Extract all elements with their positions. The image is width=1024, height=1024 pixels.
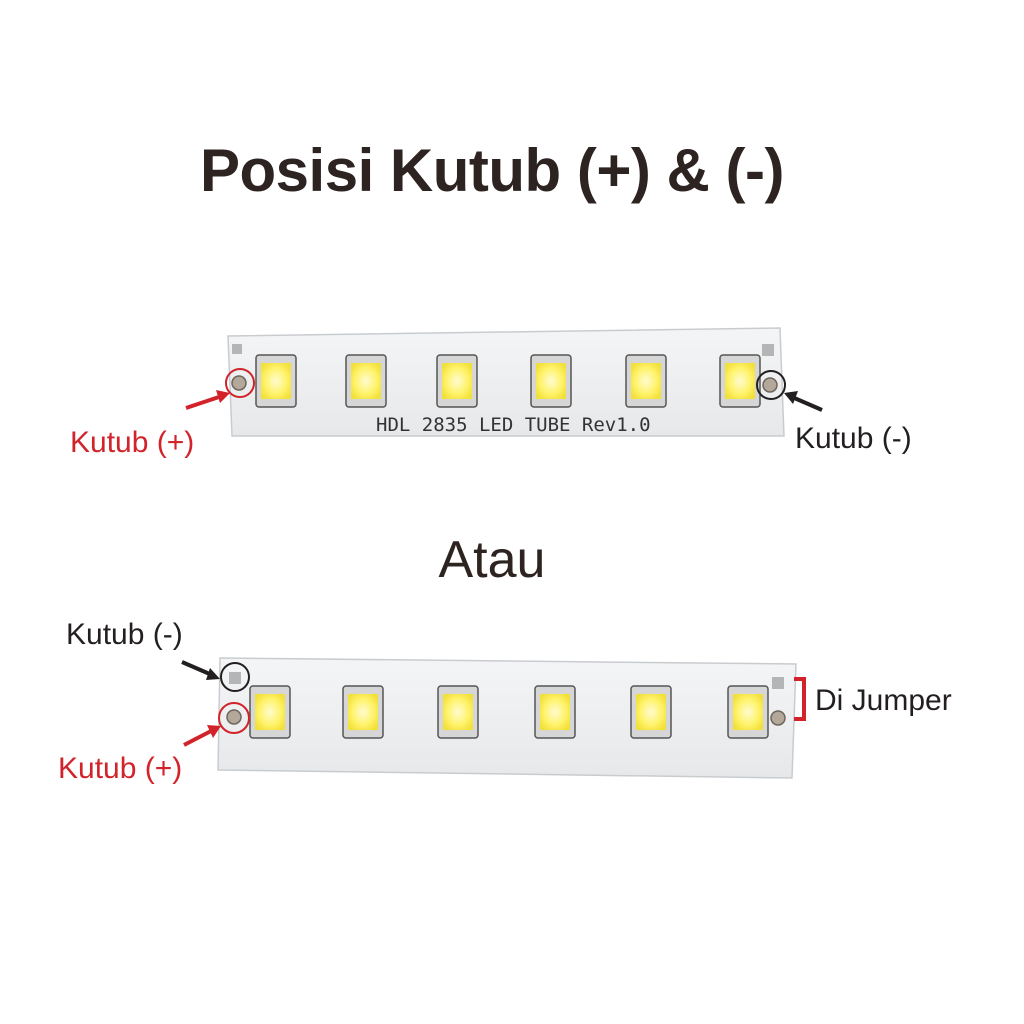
led-chip — [255, 354, 297, 408]
highlight-circle-minus — [756, 370, 786, 400]
top-label-minus: Kutub (-) — [795, 422, 912, 455]
marker-square — [772, 677, 784, 689]
bottom-label-plus: Kutub (+) — [58, 752, 183, 785]
led-chip — [630, 685, 672, 739]
led-chip — [249, 685, 291, 739]
highlight-circle-plus — [218, 702, 250, 734]
highlight-circle-minus — [220, 662, 250, 692]
solder-pad-jumper — [770, 710, 786, 726]
arrow-minus-icon — [791, 395, 823, 412]
highlight-circle-plus — [225, 368, 255, 398]
top-label-plus: Kutub (+) — [70, 426, 195, 459]
marker-square — [232, 344, 242, 354]
page-title: Posisi Kutub (+) & (-) — [200, 137, 784, 204]
marker-square — [229, 672, 241, 684]
led-chip — [436, 354, 478, 408]
solder-pad-plus — [226, 709, 242, 725]
led-chip — [437, 685, 479, 739]
solder-pad-minus — [762, 377, 778, 393]
led-chip — [727, 685, 769, 739]
jumper-bracket-icon — [794, 677, 806, 721]
led-chip — [345, 354, 387, 408]
solder-pad-plus — [231, 375, 247, 391]
led-chip — [534, 685, 576, 739]
led-chip — [625, 354, 667, 408]
bottom-label-minus: Kutub (-) — [66, 618, 183, 651]
marker-square — [762, 344, 774, 356]
led-chip — [719, 354, 761, 408]
led-chip — [530, 354, 572, 408]
arrow-minus-icon — [181, 660, 213, 677]
jumper-label: Di Jumper — [815, 684, 952, 717]
led-chip — [342, 685, 384, 739]
top-led-row — [255, 354, 761, 408]
separator-text: Atau — [438, 531, 546, 589]
bottom-led-row — [249, 685, 769, 739]
arrow-plus-icon — [183, 728, 214, 747]
silkscreen-text: HDL 2835 LED TUBE Rev1.0 — [376, 414, 651, 436]
arrow-plus-icon — [185, 394, 223, 410]
